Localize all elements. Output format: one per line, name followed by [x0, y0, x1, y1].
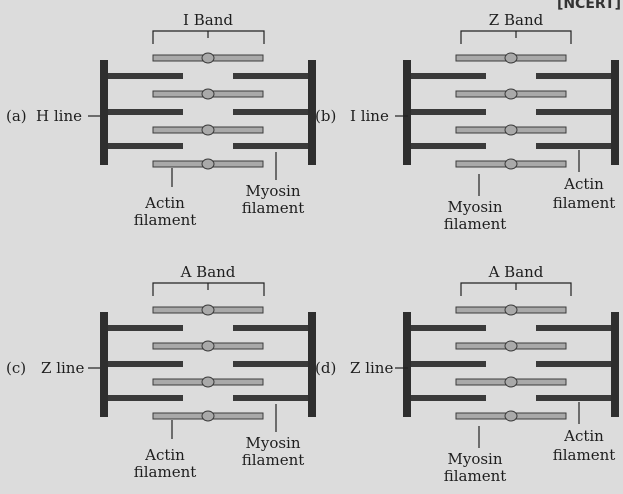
panel-b-diagram: Z Band (b) I line Myosin filament Actin … — [303, 0, 623, 242]
bottom-right-label-line2: filament — [242, 451, 305, 469]
bottom-left-label-line1: Myosin — [447, 450, 502, 468]
bottom-right-label-line2: filament — [553, 446, 616, 464]
panel-c-diagram: A Band (c) Z line Actin filament Myosin … — [0, 252, 320, 494]
bottom-left-label-line1: Actin — [144, 194, 185, 212]
dark-filament-left — [108, 395, 183, 401]
dark-filament-left — [108, 73, 183, 79]
band-label: A Band — [180, 263, 236, 281]
dark-filament-left — [108, 361, 183, 367]
band-label: Z Band — [489, 11, 544, 29]
bottom-right-label-line2: filament — [553, 194, 616, 212]
dark-filament-left — [411, 73, 486, 79]
bottom-left-label-line2: filament — [134, 463, 197, 481]
right-z-line — [611, 312, 619, 417]
light-filament-bulge — [505, 125, 517, 135]
dark-filament-left — [411, 361, 486, 367]
dark-filament-left — [411, 395, 486, 401]
sarcomere-structure — [403, 305, 619, 421]
light-filament-bulge — [505, 341, 517, 351]
bottom-right-label-line1: Myosin — [245, 434, 300, 452]
dark-filament-right — [233, 73, 308, 79]
light-filament-bulge — [202, 305, 214, 315]
bottom-left-label-line2: filament — [134, 211, 197, 229]
panel-d-diagram: A Band (d) Z line Myosin filament Actin … — [303, 252, 623, 494]
right-z-line — [611, 60, 619, 165]
band-label: A Band — [488, 263, 544, 281]
dark-filament-right — [233, 143, 308, 149]
bottom-left-label-line1: Myosin — [447, 198, 502, 216]
dark-filament-right — [233, 361, 308, 367]
dark-filament-right — [536, 73, 611, 79]
dark-filament-left — [411, 109, 486, 115]
bottom-left-label-line1: Actin — [144, 446, 185, 464]
sarcomere-structure — [100, 53, 316, 169]
side-label: I line — [350, 107, 389, 125]
light-filament-bulge — [202, 341, 214, 351]
dark-filament-left — [108, 143, 183, 149]
side-label: Z line — [41, 359, 84, 377]
dark-filament-right — [536, 395, 611, 401]
dark-filament-right — [536, 361, 611, 367]
left-z-line — [403, 312, 411, 417]
left-z-line — [100, 60, 108, 165]
light-filament-bulge — [505, 159, 517, 169]
panel-letter: (d) — [315, 359, 336, 377]
dark-filament-right — [536, 143, 611, 149]
side-label: H line — [36, 107, 82, 125]
left-z-line — [403, 60, 411, 165]
panel-a-diagram: I Band (a) H line Actin filament Myosin … — [0, 0, 320, 242]
dark-filament-left — [108, 325, 183, 331]
dark-filament-left — [411, 325, 486, 331]
side-label: Z line — [350, 359, 393, 377]
light-filament-bulge — [505, 411, 517, 421]
sarcomere-structure — [403, 53, 619, 169]
light-filament-bulge — [505, 377, 517, 387]
light-filament-bulge — [505, 89, 517, 99]
panel-letter: (b) — [315, 107, 336, 125]
light-filament-bulge — [202, 125, 214, 135]
light-filament-bulge — [202, 89, 214, 99]
dark-filament-right — [233, 109, 308, 115]
light-filament-bulge — [505, 305, 517, 315]
light-filament-bulge — [202, 159, 214, 169]
dark-filament-right — [233, 395, 308, 401]
panel-letter: (a) — [6, 107, 27, 125]
band-label: I Band — [183, 11, 233, 29]
light-filament-bulge — [202, 411, 214, 421]
bottom-right-label-line1: Myosin — [245, 182, 300, 200]
dark-filament-right — [536, 325, 611, 331]
light-filament-bulge — [202, 53, 214, 63]
panel-letter: (c) — [6, 359, 26, 377]
left-z-line — [100, 312, 108, 417]
dark-filament-left — [411, 143, 486, 149]
sarcomere-structure — [100, 305, 316, 421]
bottom-left-label-line2: filament — [444, 215, 507, 233]
bottom-right-label-line1: Actin — [563, 427, 604, 445]
bottom-right-label-line2: filament — [242, 199, 305, 217]
dark-filament-left — [108, 109, 183, 115]
bottom-right-label-line1: Actin — [563, 175, 604, 193]
light-filament-bulge — [202, 377, 214, 387]
dark-filament-right — [536, 109, 611, 115]
dark-filament-right — [233, 325, 308, 331]
light-filament-bulge — [505, 53, 517, 63]
bottom-left-label-line2: filament — [444, 467, 507, 485]
